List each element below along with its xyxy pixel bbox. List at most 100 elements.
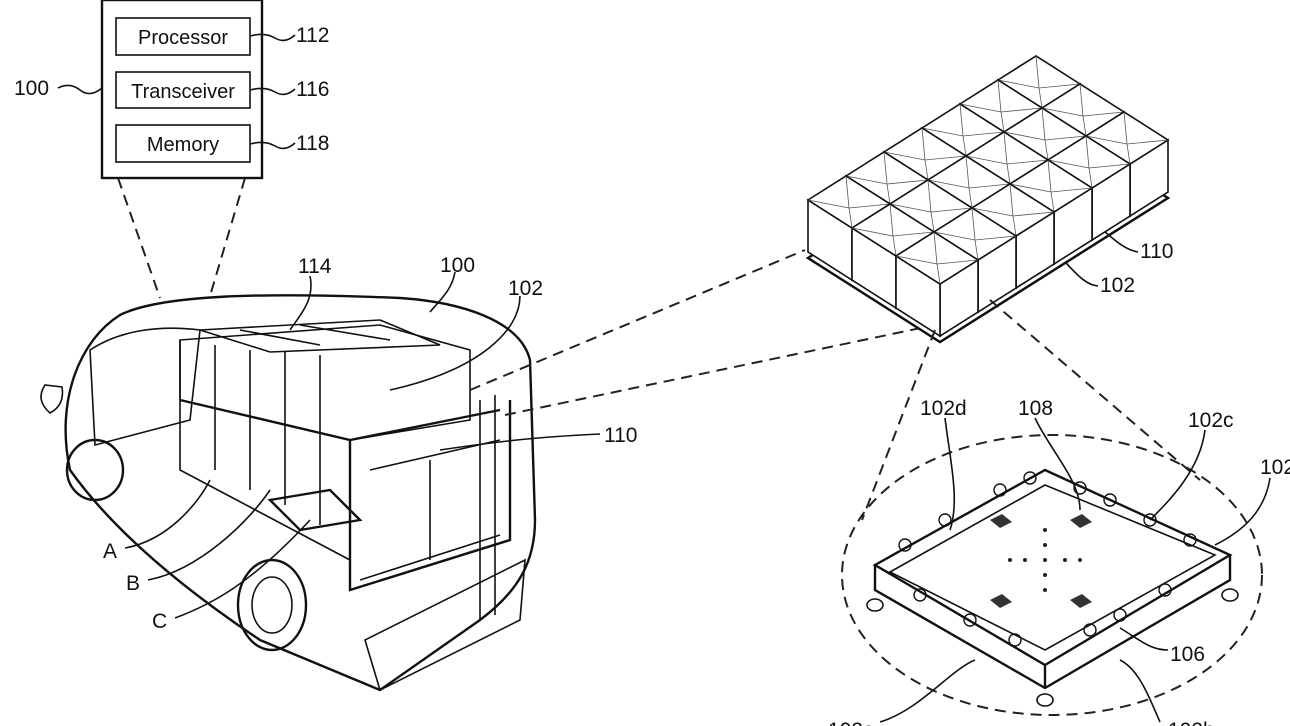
container-fold-line — [1082, 111, 1125, 117]
container-fold-line — [1012, 215, 1017, 237]
container-fold-line — [968, 183, 1011, 189]
ref-116: 116 — [296, 78, 329, 101]
container-fold-line — [965, 155, 1008, 165]
container-fold-line — [1038, 83, 1081, 89]
container-fold-line — [959, 103, 964, 137]
container-fold-line — [1050, 191, 1055, 213]
container-fold-line — [845, 175, 888, 185]
ref-102c: 102c — [1188, 409, 1234, 432]
container-fold-line — [889, 203, 932, 213]
container-fold-line — [959, 103, 1002, 113]
container-fold-line — [1050, 187, 1093, 193]
container-fold-line — [1038, 87, 1043, 109]
ref-112: 112 — [296, 24, 329, 47]
container-fold-line — [851, 227, 894, 237]
container-fold-line — [807, 199, 850, 209]
container-fold-line — [962, 135, 967, 157]
container-fold-line — [845, 175, 850, 209]
container-fold-line — [892, 235, 897, 257]
container-fold-line — [1006, 163, 1011, 185]
ref-106: 106 — [1170, 643, 1205, 666]
transceiver-label: Transceiver — [131, 81, 235, 103]
container-fold-line — [930, 211, 935, 233]
container-fold-line — [1088, 167, 1093, 189]
ref-100-block: 100 — [14, 77, 49, 100]
container-fold-line — [1126, 143, 1131, 165]
container-fold-line — [933, 231, 938, 265]
container-fold-line — [924, 155, 967, 161]
container-fold-line — [1041, 107, 1084, 117]
container-fold-line — [889, 203, 894, 237]
container-fold-line — [997, 79, 1040, 89]
container-fold-line — [1000, 107, 1043, 113]
container-fold-line — [1079, 83, 1084, 117]
container-fold-line — [1044, 139, 1049, 161]
ref-110-grid: 110 — [1140, 240, 1173, 263]
container-fold-line — [883, 151, 888, 185]
container-fold-line — [1082, 115, 1087, 137]
ref-102a: 102a — [828, 719, 875, 726]
ref-100-vehicle: 100 — [440, 254, 475, 277]
container-fold-line — [1035, 55, 1040, 89]
container-fold-line — [1009, 183, 1052, 193]
container-fold-line — [936, 259, 979, 265]
container-fold-line — [1006, 159, 1049, 165]
container-fold-line — [965, 155, 970, 189]
container-fold-line — [1000, 111, 1005, 133]
controller-block: Processor Transceiver Memory 112 116 118… — [14, 0, 329, 299]
container-fold-line — [930, 207, 973, 213]
container-fold-line — [895, 255, 938, 265]
container-fold-line — [1044, 135, 1087, 141]
container-fold-line — [997, 79, 1002, 113]
container-fold-line — [962, 131, 1005, 137]
container-fold-line — [974, 239, 979, 261]
container-fold-line — [848, 207, 853, 229]
container-fold-line — [971, 207, 976, 241]
ref-C: C — [152, 610, 167, 633]
container-fold-line — [1003, 131, 1046, 141]
ref-102d: 102d — [920, 397, 967, 420]
container-fold-line — [1126, 139, 1169, 145]
container-fold-line — [1047, 159, 1052, 193]
container-fold-line — [1047, 159, 1090, 169]
container-fold-line — [1123, 111, 1128, 145]
container-fold-line — [1012, 211, 1055, 217]
container-fold-line — [892, 231, 935, 237]
container-fold-line — [933, 231, 976, 241]
container-fold-line — [1003, 131, 1008, 165]
container-fold-line — [1009, 183, 1014, 217]
ref-B: B — [126, 572, 140, 595]
container-fold-line — [1085, 135, 1090, 169]
container-fold-line — [1088, 163, 1131, 169]
memory-label: Memory — [147, 134, 219, 156]
ref-102-detail: 102 — [1260, 456, 1290, 479]
container-fold-line — [886, 179, 929, 185]
container-fold-line — [848, 203, 891, 209]
vehicle-drawing: 114 100 102 110 A B C — [40, 249, 936, 692]
ref-108: 108 — [1018, 397, 1053, 420]
ref-118: 118 — [296, 132, 329, 155]
container-fold-line — [971, 207, 1014, 217]
container-fold-line — [886, 183, 891, 205]
container-fold-line — [927, 179, 970, 189]
container-fold-line — [921, 127, 926, 161]
container-fold-line — [936, 263, 941, 285]
container-fold-line — [968, 187, 973, 209]
container-fold-line — [1041, 107, 1046, 141]
container-fold-line — [974, 235, 1017, 241]
ref-102-vehicle: 102 — [508, 277, 543, 300]
container-grid-drawing — [805, 55, 1171, 344]
pallet-detail-drawing: 102d 108 102c 102 106 102a 102b — [828, 397, 1290, 726]
container-fold-line — [927, 179, 932, 213]
container-fold-line — [1085, 135, 1128, 145]
container-fold-line — [924, 159, 929, 181]
processor-box — [115, 17, 251, 56]
ref-102b: 102b — [1168, 719, 1215, 726]
ref-114: 114 — [298, 255, 332, 278]
ref-A: A — [103, 540, 117, 563]
container-fold-line — [921, 127, 964, 137]
ref-102-grid: 102 — [1100, 274, 1135, 297]
ref-110-vehicle: 110 — [604, 424, 637, 447]
container-fold-line — [883, 151, 926, 161]
